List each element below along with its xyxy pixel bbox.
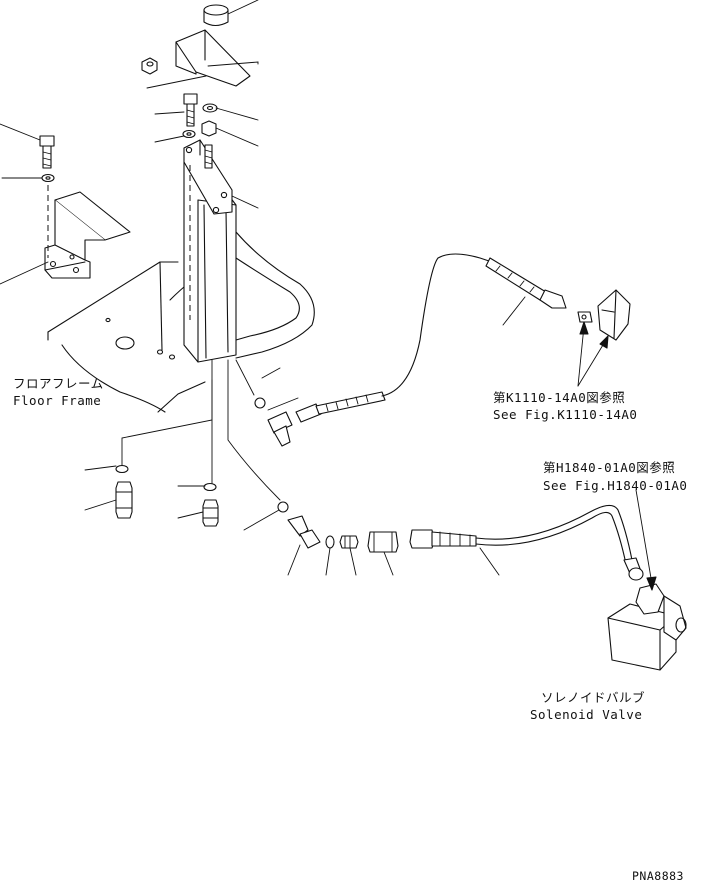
plug-e bbox=[339, 535, 359, 549]
o-ring-a bbox=[254, 397, 266, 409]
connector-b bbox=[115, 481, 133, 519]
bolt-left bbox=[39, 135, 55, 169]
hose-end-left bbox=[295, 391, 386, 423]
adapter-fitting bbox=[577, 311, 593, 323]
hose-end-right bbox=[485, 257, 567, 309]
hose-lower-b bbox=[475, 511, 627, 565]
o-ring-d bbox=[277, 501, 289, 513]
vertical-column bbox=[183, 139, 237, 363]
floor-frame-label-jp: フロアフレーム bbox=[13, 376, 104, 391]
stud-top bbox=[204, 144, 213, 169]
connector-c bbox=[202, 499, 219, 527]
o-ring-b bbox=[115, 464, 129, 474]
washer-mid bbox=[182, 129, 196, 139]
hose-end-lower bbox=[409, 529, 477, 549]
washer-top bbox=[202, 103, 218, 113]
solenoid-valve-label-en: Solenoid Valve bbox=[530, 707, 643, 722]
ref-k1110-label-jp: 第K1110-14A0図参照 bbox=[493, 390, 626, 405]
leader-lines bbox=[0, 0, 657, 591]
hose-lower-a bbox=[475, 504, 633, 561]
floor-frame bbox=[47, 231, 315, 413]
cover-plate bbox=[44, 191, 131, 279]
valve-block-upper bbox=[597, 289, 631, 341]
coupler-e bbox=[367, 531, 399, 553]
o-ring-e bbox=[325, 535, 335, 549]
solenoid-valve bbox=[607, 583, 687, 671]
floor-frame-label-en: Floor Frame bbox=[13, 393, 102, 408]
elbow-fitting-d bbox=[287, 515, 321, 549]
solenoid-valve-label-jp: ソレノイドバルブ bbox=[541, 690, 646, 705]
bolt-top bbox=[183, 93, 198, 127]
drawing-code: PNA8883 bbox=[632, 869, 684, 883]
ref-h1840-label-jp: 第H1840-01A0図参照 bbox=[543, 460, 676, 475]
top-bracket bbox=[175, 4, 251, 87]
washer-left bbox=[41, 173, 55, 183]
o-ring-c bbox=[203, 482, 217, 492]
hose-end-fitting-lower bbox=[623, 557, 644, 581]
nut-top-right bbox=[201, 120, 217, 137]
ref-k1110-label-en: See Fig.K1110-14A0 bbox=[493, 407, 638, 422]
ref-h1840-label-en: See Fig.H1840-01A0 bbox=[543, 478, 688, 493]
nut-top-left bbox=[141, 57, 158, 75]
elbow-fitting-a bbox=[267, 411, 293, 447]
hose-upper bbox=[381, 253, 493, 397]
